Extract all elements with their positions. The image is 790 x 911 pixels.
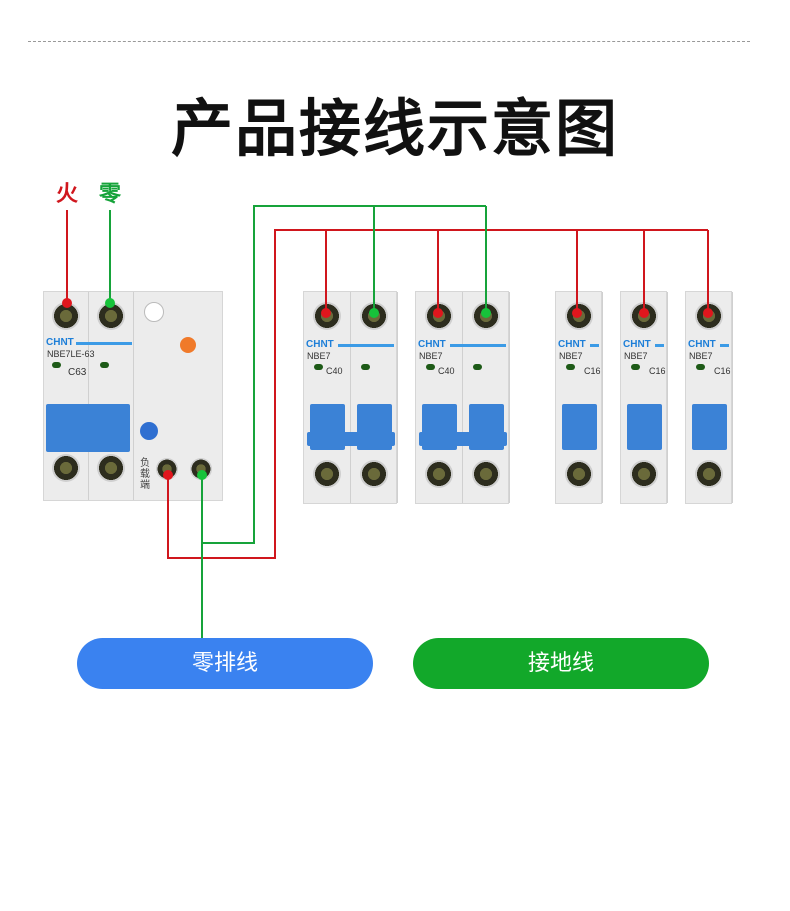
breaker-toggle[interactable] — [627, 404, 662, 450]
breaker-model: NBE7 — [559, 351, 583, 361]
load-side-label: 负载端 — [140, 458, 150, 491]
breaker-rating: C16 — [714, 366, 731, 376]
breaker-brand: CHNT — [558, 339, 586, 350]
breaker-4: CHNT NBE7 C16 — [620, 291, 668, 504]
terminal — [630, 460, 658, 488]
terminal — [695, 460, 723, 488]
breaker-model: NBE7 — [419, 351, 443, 361]
breaker-brand: CHNT — [623, 339, 651, 350]
breaker-toggle[interactable] — [562, 404, 597, 450]
breaker-rating: C16 — [649, 366, 666, 376]
breaker-3: CHNT NBE7 C16 — [555, 291, 603, 504]
reset-button[interactable] — [180, 337, 196, 353]
rcbo-breaker: CHNT NBE7LE-63 C63 负载端 — [43, 291, 223, 501]
breaker-brand: CHNT — [688, 339, 716, 350]
terminal — [313, 460, 341, 488]
dashed-divider — [28, 41, 750, 42]
terminal — [565, 460, 593, 488]
terminal — [360, 460, 388, 488]
breaker-rating: C16 — [584, 366, 601, 376]
terminal — [472, 460, 500, 488]
page-title: 产品接线示意图 — [170, 92, 619, 165]
neutral-label: 零 — [99, 182, 122, 207]
rcbo-rating: C63 — [68, 367, 87, 378]
breaker-5: CHNT NBE7 C16 — [685, 291, 733, 504]
breaker-rating: C40 — [438, 366, 455, 376]
breaker-toggle[interactable] — [692, 404, 727, 450]
breaker-model: NBE7 — [689, 351, 713, 361]
terminal — [425, 460, 453, 488]
breaker-2: CHNT NBE7 C40 — [415, 291, 510, 504]
rcbo-model: NBE7LE-63 — [47, 349, 95, 359]
test-button[interactable] — [140, 422, 158, 440]
rcbo-brand: CHNT — [46, 337, 74, 348]
breaker-rating: C40 — [326, 366, 343, 376]
breaker-model: NBE7 — [307, 351, 331, 361]
live-label: 火 — [56, 182, 79, 207]
breaker-model: NBE7 — [624, 351, 648, 361]
breaker-brand: CHNT — [418, 339, 446, 350]
ground-wire-button[interactable]: 接地线 — [413, 638, 709, 689]
live-output-wire — [167, 229, 709, 559]
neutral-output-wire — [201, 205, 487, 638]
breaker-1: CHNT NBE7 C40 — [303, 291, 398, 504]
neutral-bar-button[interactable]: 零排线 — [77, 638, 373, 689]
breaker-brand: CHNT — [306, 339, 334, 350]
